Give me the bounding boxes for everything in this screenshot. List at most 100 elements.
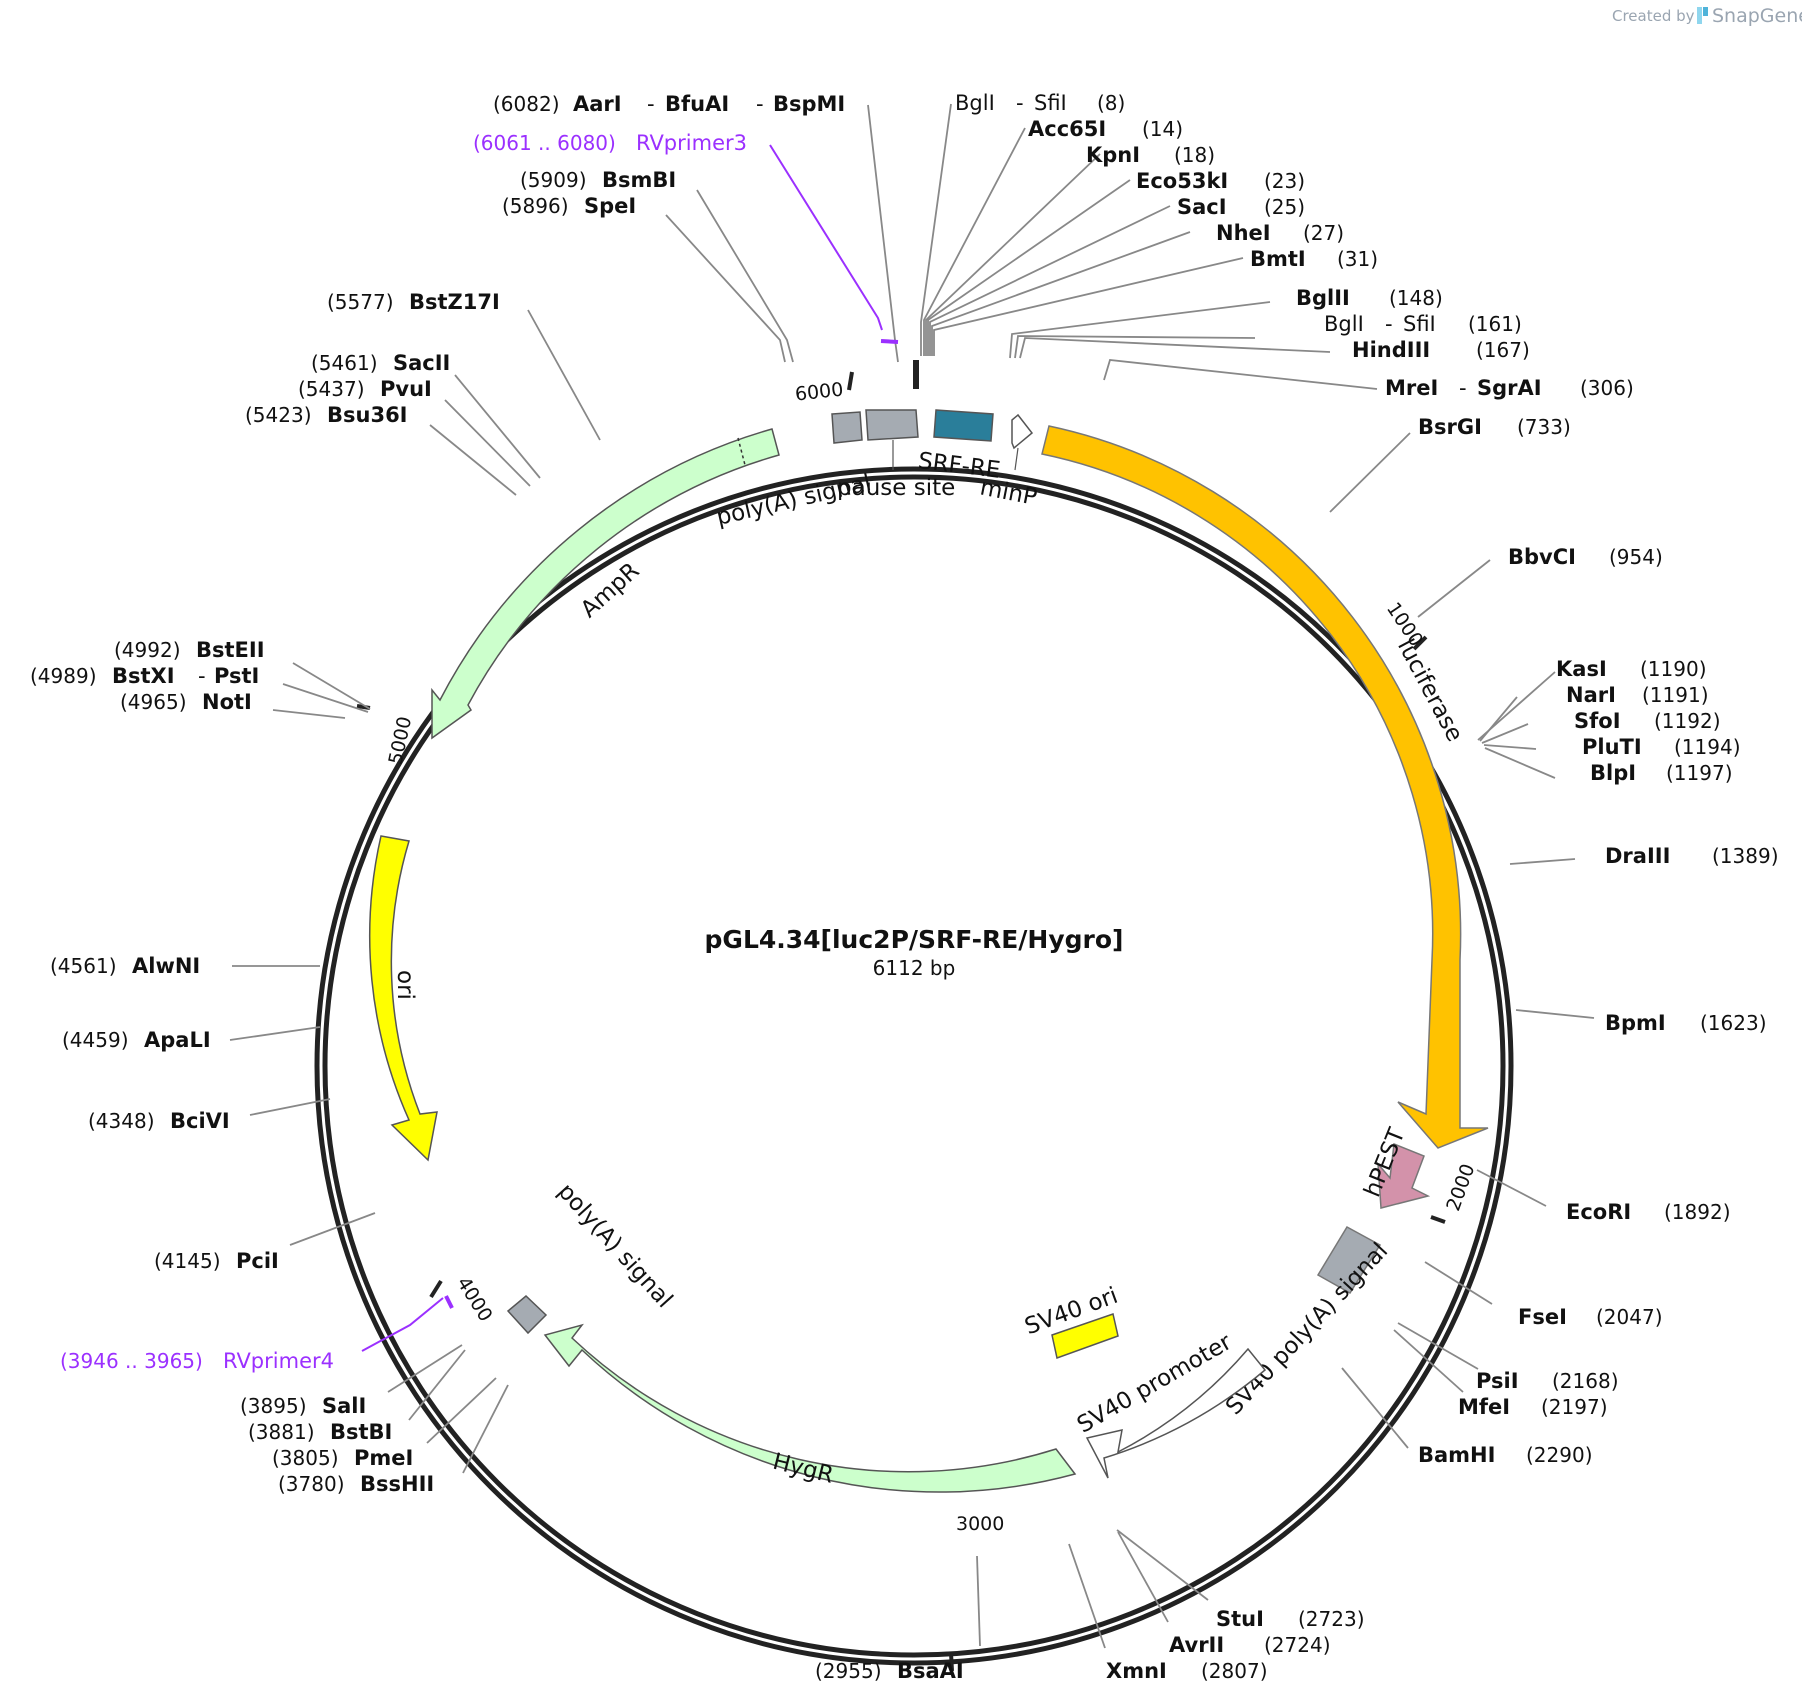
rvprimer3-name: RVprimer3 <box>636 131 747 155</box>
site-enzyme-bgli-161: BglI <box>1324 312 1364 336</box>
site-enzyme-aari: AarI <box>573 92 622 116</box>
site-pos-954: (954) <box>1609 545 1663 569</box>
site-enzyme-bgli-8: BglI <box>955 91 995 115</box>
site-pos-161: (161) <box>1468 312 1522 336</box>
site-pos-1623: (1623) <box>1700 1011 1767 1035</box>
site-pos-148: (148) <box>1389 286 1443 310</box>
site-pos-5896: (5896) <box>502 194 569 218</box>
minp-leader <box>1014 447 1019 471</box>
site-enzyme-acc65i: Acc65I <box>1028 117 1106 141</box>
site-enzyme-bsshii: BssHII <box>360 1472 434 1496</box>
site-pos-4561: (4561) <box>50 954 117 978</box>
site-enzyme-bglii: BglII <box>1296 286 1350 310</box>
svg-text:-: - <box>647 92 655 116</box>
polya-left-label: poly(A) signal <box>553 1179 678 1314</box>
site-pos-23: (23) <box>1264 169 1305 193</box>
site-enzyme-bstxi: BstXI <box>112 664 175 688</box>
srf-re-feature[interactable] <box>933 409 994 442</box>
site-enzyme-ecori: EcoRI <box>1566 1200 1631 1224</box>
site-pos-4145: (4145) <box>154 1249 221 1273</box>
site-pos-1197: (1197) <box>1666 761 1733 785</box>
credit-prefix: Created by <box>1612 7 1695 25</box>
site-enzyme-sfii-161: SfiI <box>1403 312 1436 336</box>
site-enzyme-hindiii: HindIII <box>1352 338 1430 362</box>
site-pos-2047: (2047) <box>1596 1305 1663 1329</box>
site-enzyme-bsu36i: Bsu36I <box>327 403 408 427</box>
site-pos-6082: (6082) <box>493 92 560 116</box>
tick-3000 <box>949 1652 954 1672</box>
site-pos-4992: (4992) <box>114 638 181 662</box>
plasmid-length: 6112 bp <box>873 956 956 980</box>
sv40-polya-feature[interactable] <box>1316 1225 1382 1295</box>
ori-label: ori <box>392 970 418 1000</box>
site-enzyme-alwni: AlwNI <box>132 954 200 978</box>
svg-text:-: - <box>198 664 206 688</box>
luciferase-feature[interactable] <box>1041 425 1489 1149</box>
sv40-ori-feature[interactable] <box>1051 1313 1119 1359</box>
ampr-promoter-divider <box>737 437 746 466</box>
site-pos-4965: (4965) <box>120 690 187 714</box>
ampr-feature[interactable] <box>431 428 780 740</box>
svg-text:-: - <box>756 92 764 116</box>
tick-label-4000: 4000 <box>452 1273 496 1326</box>
site-pos-1194: (1194) <box>1674 735 1741 759</box>
pause-site-feature[interactable] <box>865 409 919 441</box>
sv40-promoter-feature[interactable] <box>1085 1347 1267 1479</box>
site-pos-14: (14) <box>1142 117 1183 141</box>
site-pos-5909: (5909) <box>520 168 587 192</box>
sv40-promoter-label: SV40 promoter <box>1073 1329 1237 1439</box>
hpest-feature[interactable] <box>1377 1142 1431 1209</box>
site-pos-5461: (5461) <box>311 351 378 375</box>
site-pos-3780: (3780) <box>278 1472 345 1496</box>
polya-top-feature[interactable] <box>831 411 863 444</box>
site-enzyme-bfuai: BfuAI <box>665 92 729 116</box>
site-enzyme-sfoi: SfoI <box>1574 709 1621 733</box>
site-pos-3881: (3881) <box>248 1420 315 1444</box>
site-enzyme-kasi: KasI <box>1556 657 1607 681</box>
site-enzyme-psti: PstI <box>214 664 259 688</box>
site-enzyme-bpmi: BpmI <box>1605 1011 1666 1035</box>
site-pos-2807: (2807) <box>1201 1659 1268 1683</box>
site-enzyme-mrei: MreI <box>1385 376 1438 400</box>
site-enzyme-bsteii: BstEII <box>196 638 265 662</box>
site-pos-2197: (2197) <box>1541 1395 1608 1419</box>
site-pos-27: (27) <box>1303 221 1344 245</box>
site-enzyme-bstbi: BstBI <box>330 1420 392 1444</box>
site-enzyme-bamhi: BamHI <box>1418 1443 1495 1467</box>
rvprimer4-name: RVprimer4 <box>223 1349 334 1373</box>
site-pos-3805: (3805) <box>272 1446 339 1470</box>
site-enzyme-mfei: MfeI <box>1458 1395 1510 1419</box>
plasmid-backbone <box>314 466 1514 1666</box>
hygr-feature[interactable] <box>543 1323 1077 1493</box>
site-enzyme-bmti: BmtI <box>1250 247 1306 271</box>
site-enzyme-nari: NarI <box>1566 683 1616 707</box>
site-enzyme-bsaai: BsaAI <box>897 1659 964 1683</box>
polya-left-feature[interactable] <box>506 1294 548 1335</box>
site-enzyme-spei: SpeI <box>584 194 636 218</box>
site-enzyme-avrii: AvrII <box>1169 1633 1224 1657</box>
site-enzyme-noti: NotI <box>202 690 252 714</box>
tick-label-2000: 2000 <box>1442 1161 1479 1214</box>
site-enzyme-bspmi: BspMI <box>773 92 845 116</box>
site-enzyme-bsrgi: BsrGI <box>1418 415 1482 439</box>
site-enzyme-pluti: PluTI <box>1582 735 1642 759</box>
site-enzyme-bstz17i: BstZ17I <box>409 290 500 314</box>
site-pos-2723: (2723) <box>1298 1607 1365 1631</box>
site-enzyme-apali: ApaLI <box>144 1028 211 1052</box>
site-enzyme-xmni: XmnI <box>1106 1659 1167 1683</box>
snapgene-credit: Created by SnapGene <box>1612 5 1802 27</box>
site-pos-1191: (1191) <box>1642 683 1709 707</box>
tick-2000 <box>1430 1215 1446 1224</box>
rvprimer3-range: (6061 .. 6080) <box>473 131 616 155</box>
site-pos-2168: (2168) <box>1552 1369 1619 1393</box>
site-enzyme-saci: SacI <box>1177 195 1227 219</box>
rvprimer3-mark <box>880 339 899 344</box>
site-pos-25: (25) <box>1264 195 1305 219</box>
svg-text:-: - <box>1016 91 1024 115</box>
site-pos-5577: (5577) <box>327 290 394 314</box>
site-pos-2724: (2724) <box>1264 1633 1331 1657</box>
ori-feature[interactable] <box>368 835 438 1162</box>
site-pos-4459: (4459) <box>62 1028 129 1052</box>
minp-feature[interactable] <box>1011 413 1034 450</box>
site-pos-5423: (5423) <box>245 403 312 427</box>
